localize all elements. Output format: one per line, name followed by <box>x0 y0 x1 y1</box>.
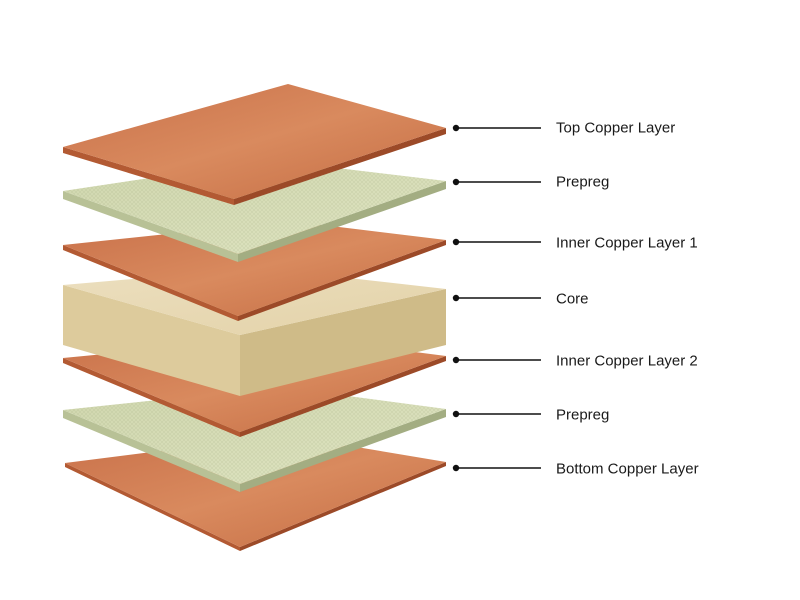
leader-dot <box>452 124 460 132</box>
label-prepreg-upper: Prepreg <box>556 173 610 191</box>
layer-prepreg-upper <box>63 160 446 262</box>
label-prepreg-lower: Prepreg <box>556 406 610 424</box>
leader-dot <box>452 238 460 246</box>
leader-dot <box>452 464 460 472</box>
leader-dots <box>452 124 460 472</box>
label-bottom-copper-layer: Bottom Copper Layer <box>556 460 699 478</box>
label-core: Core <box>556 290 589 308</box>
label-top-copper-layer: Top Copper Layer <box>556 119 676 137</box>
layer-inner-copper-1 <box>63 221 446 321</box>
leader-dot <box>452 294 460 302</box>
layer-bottom-copper <box>65 435 446 551</box>
leader-dot <box>452 356 460 364</box>
layer-prepreg-lower <box>63 387 446 492</box>
layer-top-copper <box>63 84 446 205</box>
leader-dot <box>452 410 460 418</box>
label-inner-copper-layer-1: Inner Copper Layer 1 <box>556 234 698 252</box>
leader-dot <box>452 178 460 186</box>
label-inner-copper-layer-2: Inner Copper Layer 2 <box>556 352 698 370</box>
leader-lines <box>456 127 541 469</box>
